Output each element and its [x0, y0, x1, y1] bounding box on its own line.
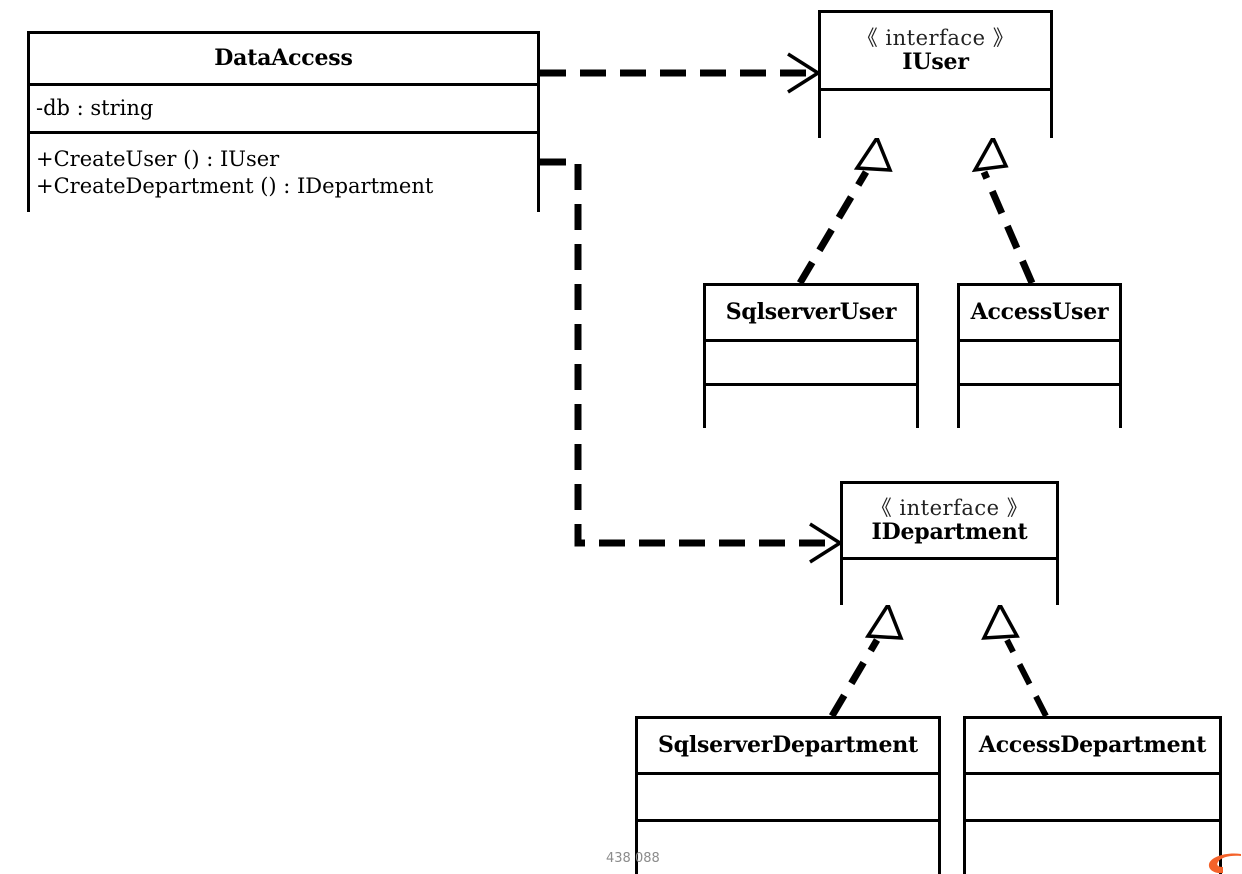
class-methods-compartment — [960, 383, 1119, 428]
class-attributes-compartment — [706, 339, 916, 383]
class-attributes-compartment — [966, 772, 1219, 819]
realization-accessuser-to-iuser — [971, 134, 1036, 285]
realization-accessdepartment-to-idepartment — [981, 601, 1049, 718]
class-box-sqlserver-user[interactable]: SqlserverUser — [703, 283, 919, 428]
interface-box-idepartment[interactable]: 《 interface 》 IDepartment — [840, 481, 1059, 605]
class-box-access-department[interactable]: AccessDepartment — [963, 716, 1222, 874]
class-title-compartment: AccessDepartment — [966, 719, 1219, 772]
class-title-compartment: SqlserverDepartment — [638, 719, 938, 772]
class-methods-compartment: +CreateUser () : IUser +CreateDepartment… — [30, 131, 537, 212]
interface-name-iuser: IUser — [902, 48, 969, 75]
interface-members-compartment — [843, 557, 1056, 605]
class-title-compartment: AccessUser — [960, 286, 1119, 339]
method-create-department: +CreateDepartment () : IDepartment — [36, 174, 434, 198]
class-attributes-compartment — [638, 772, 938, 819]
stereotype-label-idepartment: 《 interface 》 — [870, 496, 1029, 521]
interface-name-idepartment: IDepartment — [871, 518, 1028, 545]
interface-box-iuser[interactable]: 《 interface 》 IUser — [818, 10, 1053, 138]
class-name-sqlserver-user: SqlserverUser — [725, 298, 897, 325]
dependency-dataaccess-to-iuser — [540, 52, 822, 94]
class-name-access-department: AccessDepartment — [978, 731, 1207, 758]
orange-corner-mark-icon — [1208, 853, 1241, 874]
interface-members-compartment — [821, 88, 1050, 138]
class-box-access-user[interactable]: AccessUser — [957, 283, 1122, 428]
class-attributes-compartment: -db : string — [30, 83, 537, 131]
class-attributes-compartment — [960, 339, 1119, 383]
method-create-user: +CreateUser () : IUser — [36, 147, 280, 172]
class-name-sqlserver-department: SqlserverDepartment — [657, 731, 919, 758]
interface-title-compartment: 《 interface 》 IUser — [821, 13, 1050, 88]
class-methods-compartment — [706, 383, 916, 428]
realization-sqlserverdepartment-to-idepartment — [828, 601, 904, 718]
class-methods-compartment — [638, 819, 938, 874]
attribute-db: -db : string — [36, 96, 154, 121]
stereotype-label-iuser: 《 interface 》 — [856, 26, 1015, 51]
class-box-sqlserver-department[interactable]: SqlserverDepartment — [635, 716, 941, 874]
realization-sqlserveruser-to-iuser — [796, 134, 893, 285]
class-title-compartment: SqlserverUser — [706, 286, 916, 339]
class-box-data-access[interactable]: DataAccess -db : string +CreateUser () :… — [27, 31, 540, 212]
interface-title-compartment: 《 interface 》 IDepartment — [843, 484, 1056, 557]
watermark-text: 438 088 — [606, 851, 660, 866]
class-methods-compartment — [966, 819, 1219, 874]
class-title-compartment: DataAccess — [30, 34, 537, 83]
class-name-access-user: AccessUser — [970, 298, 1109, 325]
class-name-data-access: DataAccess — [214, 44, 353, 71]
